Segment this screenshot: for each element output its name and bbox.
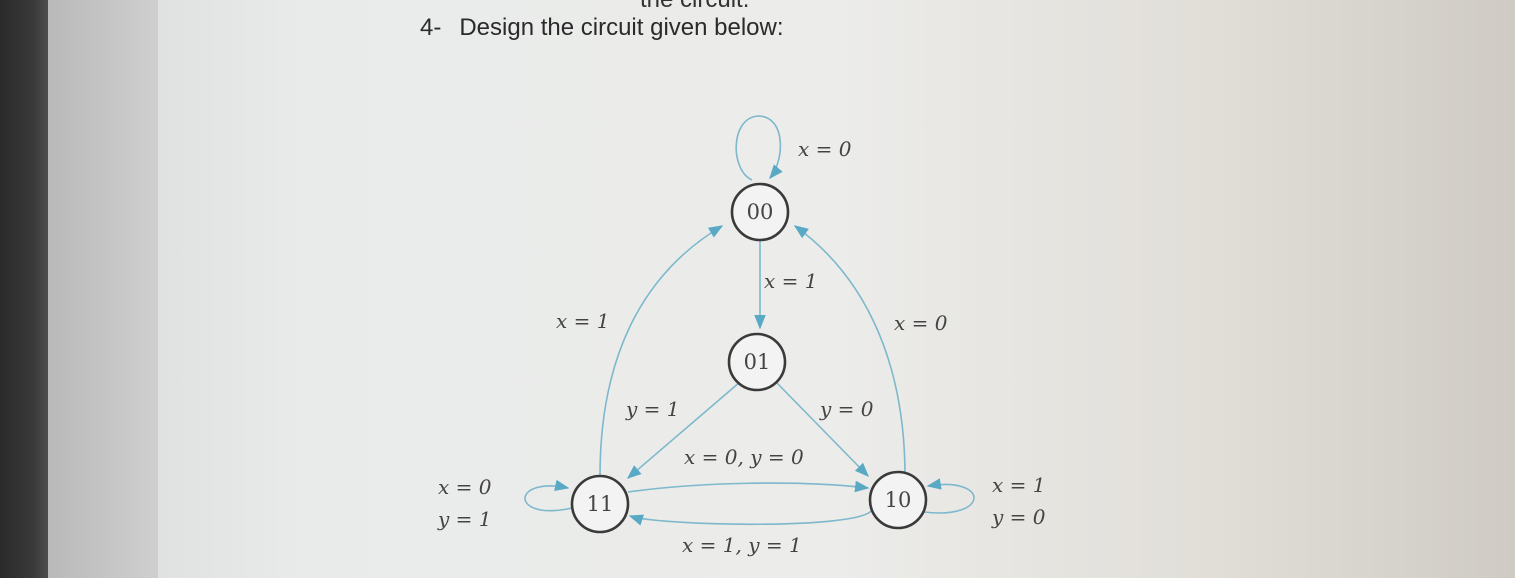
label-loop-11-x: x = 0 [438,475,492,499]
label-loop-10-x: x = 1 [992,473,1045,497]
label-10-to-11-top: x = 0, y = 0 [684,445,804,469]
edges [524,115,975,526]
edge-loop-10 [923,478,975,514]
label-loop-11-y: y = 1 [437,507,492,531]
state-10-label: 10 [885,488,912,512]
monitor-bezel-left [0,0,48,578]
label-01-to-10: y = 0 [819,397,874,421]
label-00-to-01: x = 1 [764,269,817,293]
label-loop-10-y: y = 0 [991,505,1046,529]
state-00-circle [730,182,790,242]
cut-off-text: the circuit. [640,0,749,14]
state-11-label: 11 [587,492,614,516]
state-01-label: 01 [744,350,771,374]
state-00: 00 [730,182,790,242]
edge-01-to-11 [626,381,741,479]
question-text: Design the circuit given below: [459,14,784,41]
background-shade [48,0,158,578]
label-10-to-00: x = 0 [894,311,948,335]
state-01: 01 [727,332,787,392]
edge-labels: x = 0 x = 1 x = 1 x = 0 y = 1 y = 0 x = … [437,137,1046,557]
state-11: 11 [570,474,630,534]
label-11-to-00: x = 1 [556,309,609,333]
edge-10-to-11-lower [628,509,873,526]
question-number: 4- [420,14,442,41]
edge-loop-11 [524,479,573,512]
edge-11-to-00 [599,225,724,477]
label-loop-00: x = 0 [798,137,852,161]
state-10: 10 [868,470,928,530]
state-01-circle [727,332,787,392]
state-00-label: 00 [747,200,774,224]
edge-11-to-10-upper [627,480,870,493]
edge-loop-00 [735,115,783,181]
edge-01-to-10 [775,381,870,478]
label-01-to-11: y = 1 [625,397,680,421]
edge-10-to-00 [793,225,906,477]
question-heading: 4- Design the circuit given below: [420,14,784,42]
state-11-circle [570,474,630,534]
label-11-to-10-bottom: x = 1, y = 1 [682,533,802,557]
state-10-circle [868,470,928,530]
